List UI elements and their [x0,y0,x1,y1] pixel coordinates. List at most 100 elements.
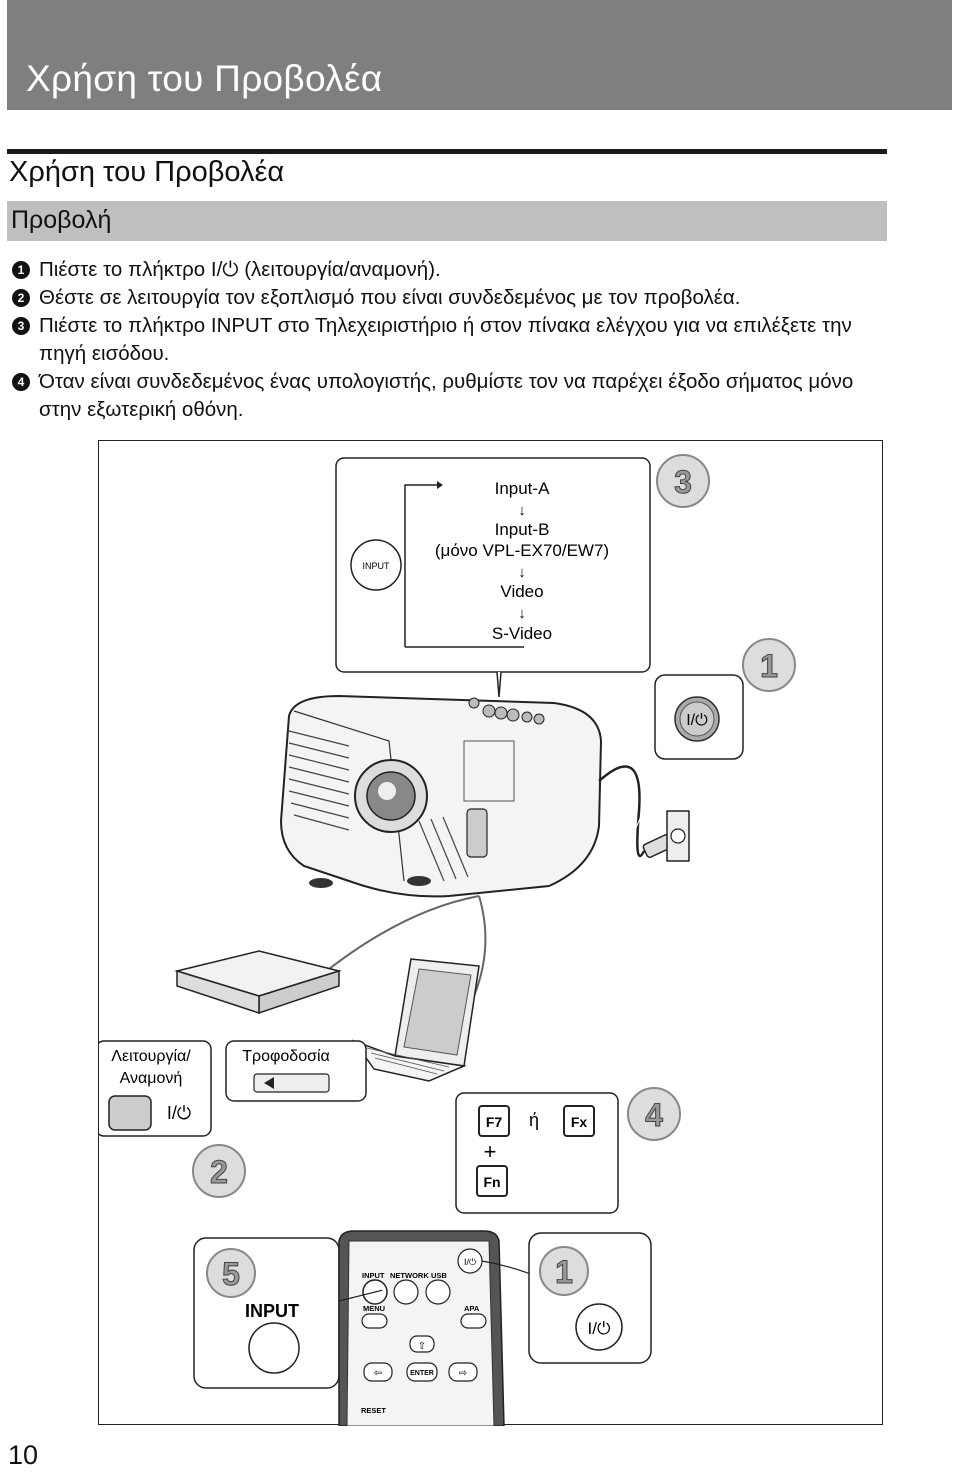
laptop-keys [366,1047,450,1075]
power-cord [598,765,646,858]
input-b-label: Input-B [495,520,550,539]
step-text: Πιέστε το πλήκτρο I/⏻ (λειτουργία/αναμον… [39,258,441,281]
subsection-title: Προβολή [11,206,112,234]
key-fx-label: Fx [571,1114,588,1130]
input-button-icon [350,539,402,591]
section-rule [7,149,887,154]
callout-badge-1 [742,638,796,692]
step-3: 3 Πιέστε το πλήκτρο INPUT στο Τηλεχειρισ… [12,312,892,368]
callout-badge-2 [192,1144,246,1198]
page-title: Χρήση του Προβολέα [26,58,383,99]
input-a-label: Input-A [495,479,550,498]
laptop-display [403,968,472,1056]
dvd-player-side [176,969,260,1015]
power-symbol-label: I/⏻ [686,712,708,729]
arrow-down-icon: ↓ [518,564,526,581]
projector-foot [407,876,431,886]
section-title: Χρήση του Προβολέα [9,156,285,188]
callout-number: 5 [222,1256,240,1292]
standby-power-symbol: I/⏻ [167,1103,191,1123]
switch-arrow-icon [264,1077,274,1089]
projector-foot [309,878,333,888]
step-number: 4 [12,373,30,391]
standby-label-line1: Λειτουργία/ [111,1048,191,1065]
lens-highlight [378,782,396,800]
power-supply-label: Τροφοδοσία [242,1048,330,1065]
step-1: 1 Πιέστε το πλήκτρο I/⏻ (λειτουργία/αναμ… [12,256,892,284]
remote-up-button [409,1335,435,1353]
video-label: Video [500,582,543,601]
input-callout-box [335,457,651,673]
remote-menu-button [361,1313,388,1329]
remote-label-enter: ENTER [410,1370,434,1377]
step-text: Θέστε σε λειτουργία τον εξοπλισμό που εί… [39,286,741,309]
input-button-label: INPUT [363,561,391,571]
cycle-arrow-line [404,484,437,647]
projector-body [279,694,603,898]
remote-label-usb: USB [431,1271,447,1280]
remote-label-network: NETWORK [390,1271,429,1280]
step-number: 3 [12,317,30,335]
remote-power-large-symbol: I/⏻ [588,1319,611,1338]
remote-label-menu: MENU [363,1304,385,1313]
control-panel-buttons [468,697,545,725]
step-text: Πιέστε το πλήκτρο INPUT στο Τηλεχειριστή… [39,314,852,365]
key-f7-label: F7 [486,1114,503,1130]
remote-power-symbol: I/⏻ [464,1257,476,1267]
remote-left-button [363,1362,393,1382]
remote-enter-button [406,1362,438,1382]
callout-badge-5 [206,1248,256,1298]
remote-label-reset: RESET [361,1406,386,1415]
step-2: 2 Θέστε σε λειτουργία τον εξοπλισμό που … [12,284,892,312]
callout-badge-1-remote [539,1246,589,1296]
key-fx [563,1105,595,1137]
remote-right-button [448,1362,478,1382]
arrow-down-icon: ↓ [518,605,526,622]
power-button-inner [679,701,715,737]
input-b-note: (μόνο VPL-EX70/EW7) [435,541,609,560]
key-fn-label: Fn [483,1174,500,1190]
key-fn [476,1165,508,1197]
standby-button-icon [108,1095,152,1131]
step-number: 1 [12,261,30,279]
computer-cable [473,895,487,997]
step-text: Όταν είναι συνδεδεμένος ένας υπολογιστής… [39,370,854,421]
steps-list: 1 Πιέστε το πλήκτρο I/⏻ (λειτουργία/αναμ… [12,256,892,424]
socket-outlet [670,828,686,844]
remote-label-input: INPUT [362,1271,385,1280]
step-4: 4 Όταν είναι συνδεδεμένος ένας υπολογιστ… [12,368,892,424]
callout-pointer [496,671,502,698]
step-number: 2 [12,289,30,307]
callout-badge-3 [656,454,710,508]
remote-usb-button [425,1279,451,1305]
remote-apa-button [460,1313,487,1329]
projector-vent-grille [288,730,469,882]
remote-input-button-icon [248,1322,300,1374]
remote-network-button [393,1279,419,1305]
remote-button-labels: INPUT NETWORK USB MENU APA RESET [361,1271,480,1415]
side-panel [463,740,515,802]
standby-label-line2: Αναμονή [120,1070,183,1087]
arrow-right-icon [437,481,443,489]
laptop-keyboard-deck [351,1039,467,1082]
arrow-up-icon: ⇧ [418,1341,426,1352]
or-text: ή [529,1110,539,1130]
s-video-label: S-Video [492,624,552,643]
key-f7 [478,1105,510,1137]
plus-sign: + [484,1139,497,1164]
arrow-left-icon: ⇦ [374,1368,382,1379]
remote-input-label: INPUT [245,1301,299,1321]
callout-number: 3 [674,464,692,500]
projector-illustration: INPUT Input-A ↓ Input-B (μόνο VPL-EX70/E… [98,440,883,1426]
header-banner: Χρήση του Προβολέα [7,0,952,110]
callout-number: 1 [760,648,778,684]
illustration-canvas: INPUT Input-A ↓ Input-B (μόνο VPL-EX70/E… [99,454,796,1426]
projector-edge [293,710,405,882]
subsection-bar: Προβολή [7,201,887,241]
power-cord-highlight [627,775,665,864]
page-number: 10 [8,1440,39,1470]
video-cable [313,895,480,982]
remote-power-button-large [575,1303,623,1351]
lens-shift-dial [466,808,488,858]
remote-label-apa: APA [464,1304,480,1313]
